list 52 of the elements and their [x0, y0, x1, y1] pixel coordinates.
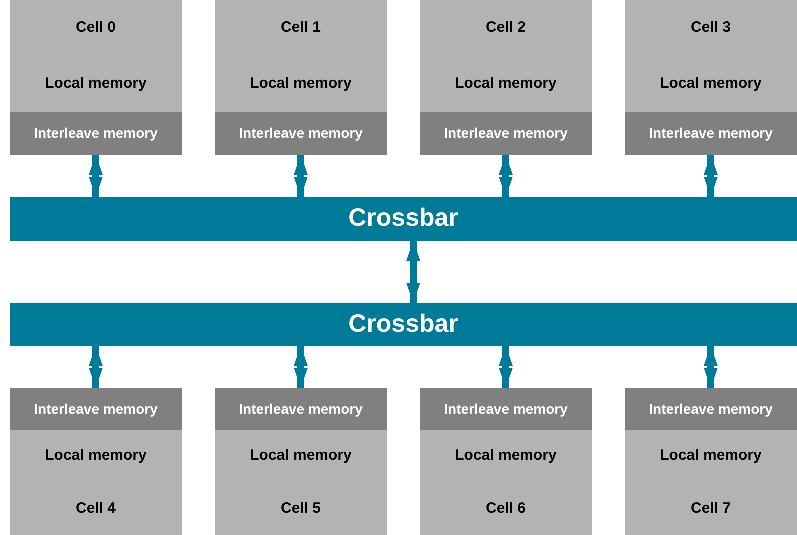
cell-label: Cell 0 [76, 18, 116, 38]
cell-box [215, 0, 387, 155]
cell-box [420, 0, 592, 155]
cell-label: Cell 6 [486, 498, 526, 518]
double-arrow [499, 346, 513, 388]
double-arrow [704, 346, 718, 388]
cell-label: Cell 2 [486, 18, 526, 38]
double-arrow [499, 155, 513, 197]
cell-box [10, 388, 182, 535]
cell-label: Cell 3 [690, 18, 732, 38]
cell-box [625, 388, 797, 535]
cell-label: Local memory [660, 446, 762, 466]
band-label: Interleave memory [649, 400, 773, 419]
band-label: Interleave memory [444, 400, 568, 419]
band-label: Interleave memory [34, 400, 158, 419]
cell-label: Local memory [250, 74, 352, 94]
band-label: Interleave memory [444, 124, 568, 143]
double-arrow [406, 241, 420, 303]
cell-label: Local memory [250, 446, 352, 466]
cell-label: Cell 7 [690, 498, 732, 518]
band-label: Interleave memory [239, 124, 363, 143]
memory-band [625, 388, 797, 430]
crossbar-label: Crossbar [348, 203, 458, 234]
memory-band [420, 112, 592, 155]
band-label: Interleave memory [649, 124, 773, 143]
memory-band [215, 112, 387, 155]
cell-label: Cell 5 [280, 498, 322, 518]
cell-box [625, 0, 797, 155]
band-label: Interleave memory [239, 400, 363, 419]
cell-label: Local memory [455, 446, 557, 466]
crossbar-bar [10, 303, 797, 346]
double-arrow [704, 155, 718, 197]
band-label: Interleave memory [34, 124, 158, 143]
cell-label: Local memory [45, 446, 147, 466]
cell-label: Local memory [45, 74, 147, 94]
cell-label: Cell 1 [280, 18, 322, 38]
cell-label: Local memory [660, 74, 762, 94]
double-arrow [294, 155, 308, 197]
cell-box [420, 388, 592, 535]
crossbar-label: Crossbar [348, 308, 458, 340]
memory-band [10, 388, 182, 430]
memory-band [625, 112, 797, 155]
crossbar-bar [10, 197, 797, 241]
cell-label: Local memory [455, 74, 557, 94]
memory-band [215, 388, 387, 430]
double-arrow [89, 346, 103, 388]
cell-label: Cell 4 [76, 498, 116, 518]
cell-box [10, 0, 182, 155]
memory-band [10, 112, 182, 155]
double-arrow [89, 155, 103, 197]
cell-box [215, 388, 387, 535]
memory-band [420, 388, 592, 430]
